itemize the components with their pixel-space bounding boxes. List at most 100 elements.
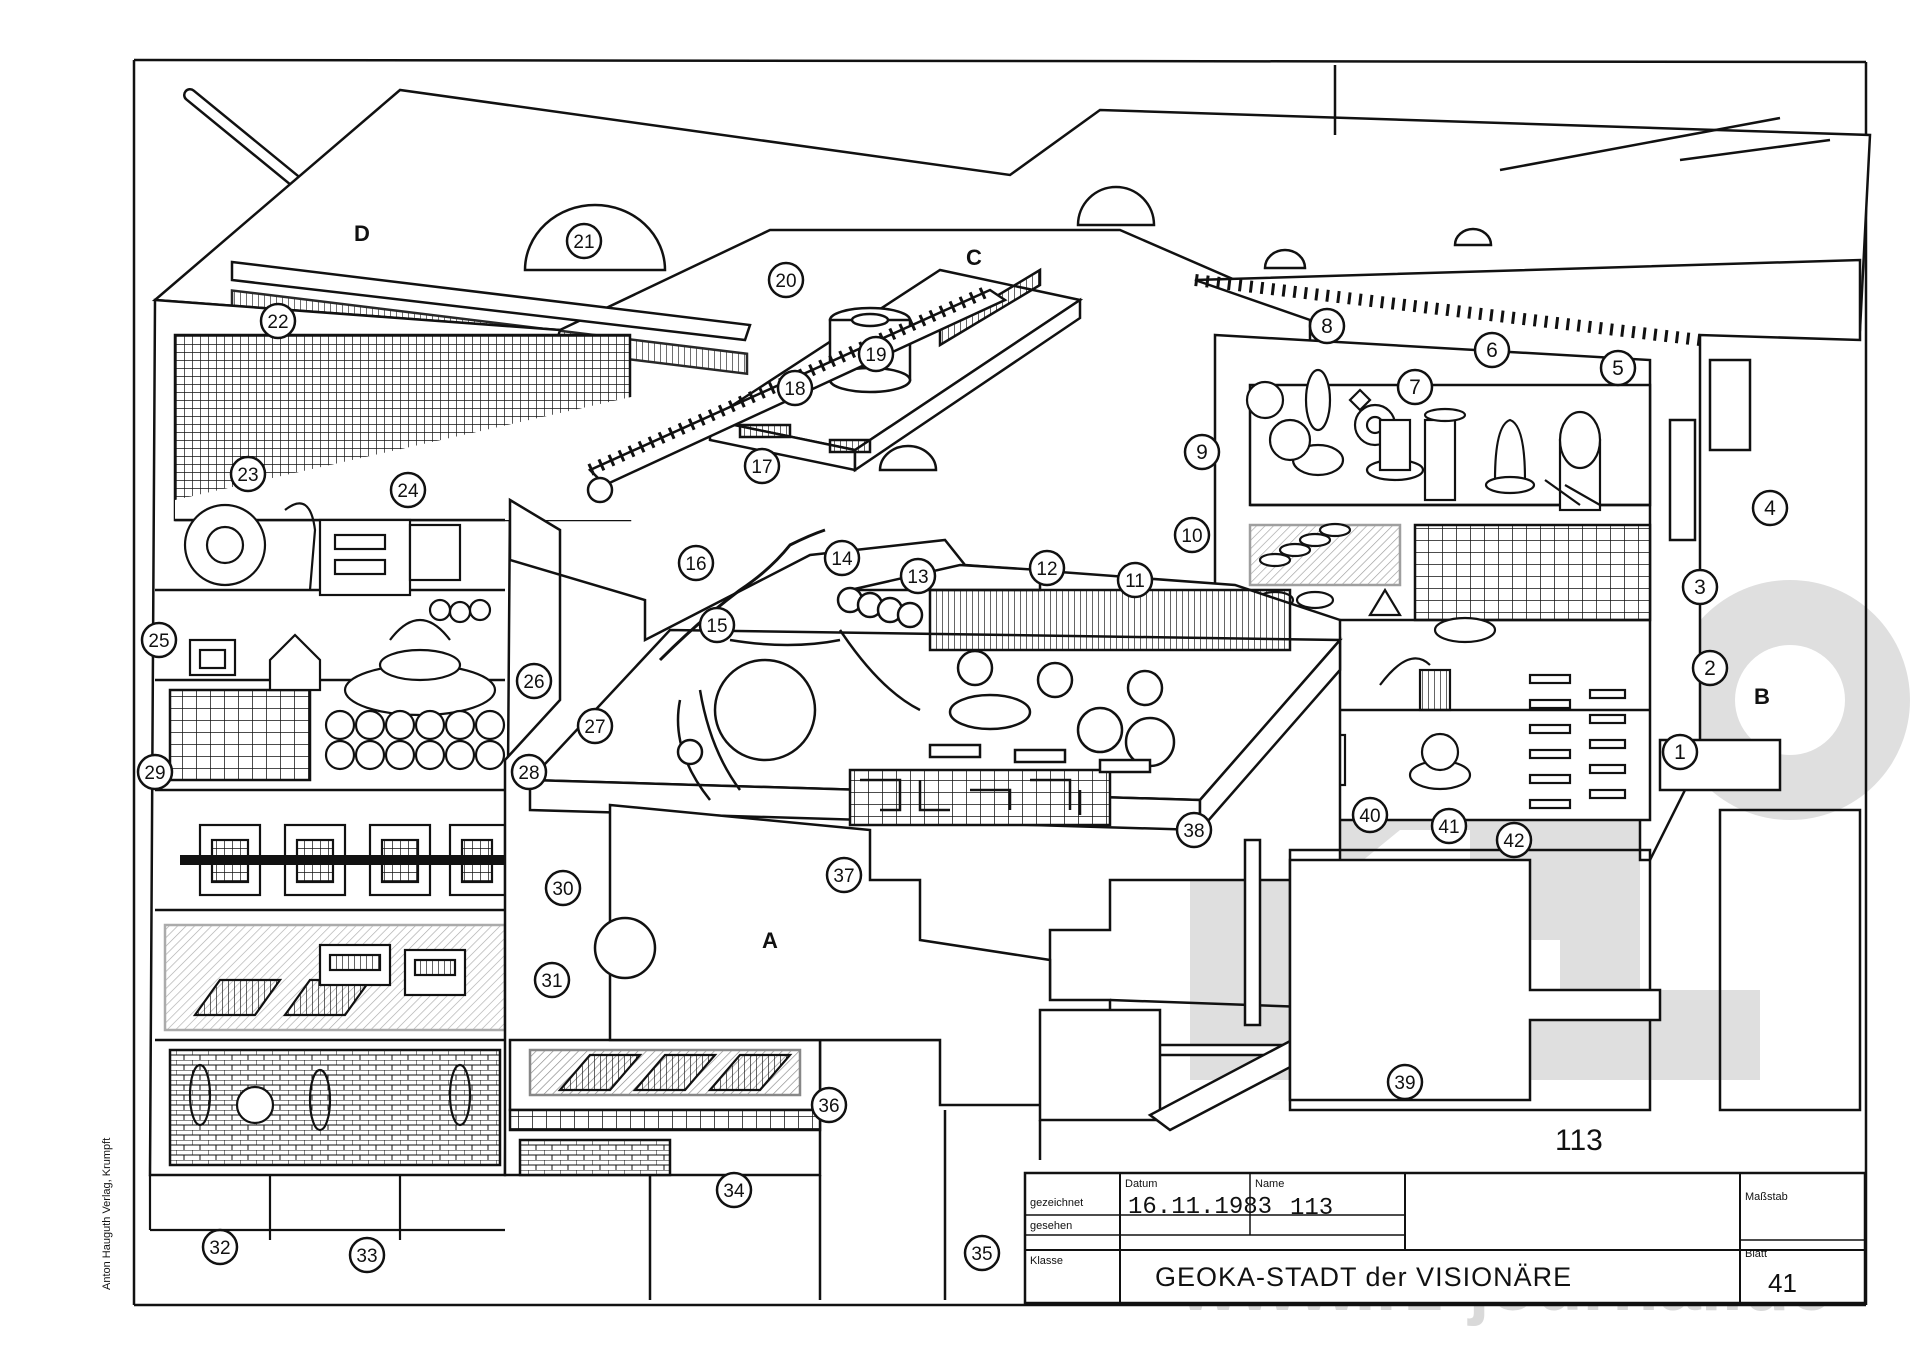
callout-circle [743, 447, 781, 485]
block-c [586, 267, 1084, 504]
sheet-frame [132, 58, 1868, 1307]
callout-number: 42 [1503, 831, 1524, 852]
callout-number: 15 [706, 616, 727, 637]
callout-circle [1599, 349, 1637, 387]
callout-number: 41 [1438, 817, 1459, 838]
support-legs [648, 1110, 1042, 1300]
callout-circle [1495, 821, 1533, 859]
callout-number: 32 [209, 1238, 230, 1259]
callout-16: 16 [677, 544, 715, 582]
callout-circle [533, 961, 571, 999]
callout-number: 11 [1125, 571, 1145, 592]
callout-24: 24 [389, 471, 427, 509]
callout-23: 23 [229, 455, 267, 493]
callout-number: 26 [523, 672, 544, 693]
callout-circle [677, 544, 715, 582]
callout-9: 9 [1183, 433, 1221, 471]
callout-22: 22 [259, 302, 297, 340]
callout-circle [389, 471, 427, 509]
callout-circle [515, 662, 553, 700]
callout-circle [1691, 649, 1729, 687]
callout-circle [1183, 433, 1221, 471]
callout-21: 21 [565, 222, 603, 260]
callout-20: 20 [767, 261, 805, 299]
callout-number: 30 [552, 879, 573, 900]
callout-number: 36 [818, 1096, 839, 1117]
callout-number: 1 [1674, 741, 1686, 764]
callout-6: 6 [1473, 331, 1511, 369]
callout-number: 19 [865, 345, 886, 366]
callout-19: 19 [857, 335, 895, 373]
callout-number: 3 [1694, 576, 1706, 599]
callout-number: 39 [1394, 1073, 1415, 1094]
date-value: 16.11.1983 [1128, 1194, 1272, 1221]
callout-30: 30 [544, 869, 582, 907]
callout-circle [1116, 561, 1154, 599]
callout-27: 27 [576, 707, 614, 745]
zone-label-b: B [1754, 684, 1770, 709]
callout-circle [767, 261, 805, 299]
callout-4: 4 [1751, 489, 1789, 527]
callout-number: 37 [833, 866, 854, 887]
callout-number: 23 [237, 465, 258, 486]
callout-circle [1751, 489, 1789, 527]
scale-label: Maßstab [1745, 1191, 1788, 1203]
callout-circle [348, 1236, 386, 1274]
callout-15: 15 [698, 606, 736, 644]
callout-number: 2 [1704, 657, 1716, 680]
callout-7: 7 [1396, 368, 1434, 406]
page-mark: 113 [1555, 1124, 1603, 1157]
callout-3: 3 [1681, 568, 1719, 606]
callout-circle [857, 335, 895, 373]
callout-circle [963, 1234, 1001, 1272]
callout-number: 33 [356, 1246, 377, 1267]
zone-label-a: A [762, 928, 778, 953]
callout-number: 38 [1183, 821, 1204, 842]
callout-13: 13 [899, 557, 937, 595]
callout-number: 34 [723, 1181, 745, 1202]
callout-number: 13 [907, 567, 928, 588]
callout-number: 18 [784, 379, 805, 400]
callout-circle [1681, 568, 1719, 606]
callout-circle [1661, 733, 1699, 771]
callout-14: 14 [823, 539, 861, 577]
callout-circle [1386, 1063, 1424, 1101]
callout-number: 9 [1196, 441, 1208, 464]
callout-number: 25 [148, 631, 169, 652]
callout-circle [810, 1086, 848, 1124]
checked-label: gesehen [1030, 1220, 1072, 1232]
callout-number: 29 [144, 763, 165, 784]
callout-10: 10 [1173, 516, 1211, 554]
callout-number: 5 [1612, 357, 1624, 380]
callout-number: 27 [584, 717, 605, 738]
callout-layer: 1234567891011121314151617181920212223242… [136, 222, 1789, 1274]
callout-37: 37 [825, 856, 863, 894]
name-value: 113 [1290, 1195, 1333, 1222]
callout-25: 25 [140, 621, 178, 659]
callout-41: 41 [1430, 807, 1468, 845]
callout-circle [823, 539, 861, 577]
block-d-machinery [148, 502, 507, 1240]
callout-1: 1 [1661, 733, 1699, 771]
callout-number: 31 [541, 971, 562, 992]
callout-number: 40 [1359, 806, 1380, 827]
callout-circle [140, 621, 178, 659]
callout-number: 22 [267, 312, 288, 333]
callout-2: 2 [1691, 649, 1729, 687]
callout-circle [229, 455, 267, 493]
callout-number: 12 [1036, 559, 1057, 580]
callout-circle [1308, 307, 1346, 345]
callout-number: 6 [1486, 339, 1498, 362]
title-block [1023, 1171, 1867, 1305]
block-a [503, 497, 1662, 1177]
callout-39: 39 [1386, 1063, 1424, 1101]
callout-36: 36 [810, 1086, 848, 1124]
callout-42: 42 [1495, 821, 1533, 859]
callout-circle [899, 557, 937, 595]
callout-5: 5 [1599, 349, 1637, 387]
callout-32: 32 [201, 1228, 239, 1266]
callout-number: 7 [1409, 376, 1421, 399]
title-block-text: gezeichnet gesehen Klasse Datum 16.11.19… [1030, 1178, 1797, 1298]
